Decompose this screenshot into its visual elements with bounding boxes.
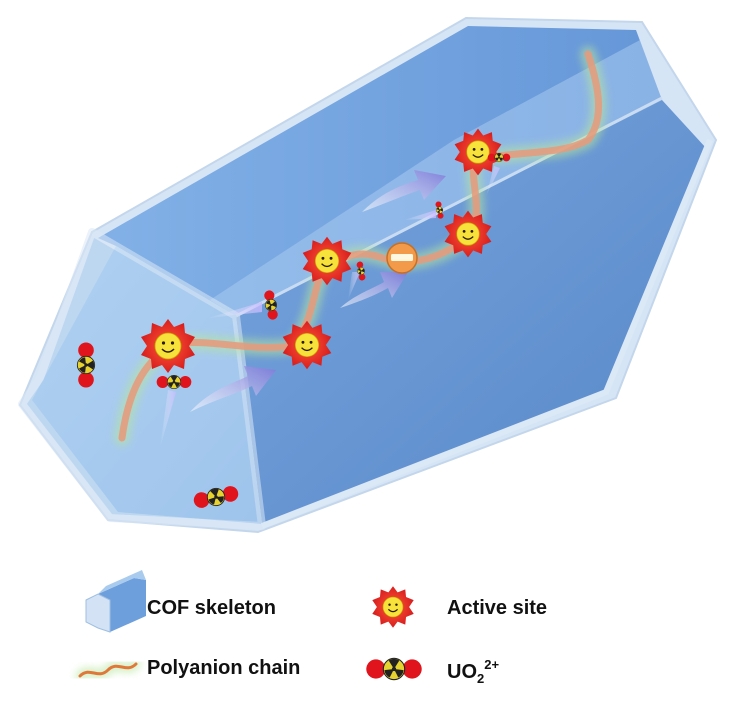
diffusion-arrows <box>190 170 446 412</box>
uranyl-ion-1 <box>76 342 96 388</box>
uranyl-icon <box>365 657 423 681</box>
legend-uranyl-base: UO <box>447 661 477 683</box>
legend-polyanion-chain: Polyanion chain <box>147 657 301 679</box>
cof-prism <box>18 16 718 534</box>
legend-cof-skeleton: COF skeleton <box>147 597 276 619</box>
prism-top-face <box>98 26 662 316</box>
uranyl-ion-2 <box>156 375 192 389</box>
uranyl-trails <box>160 166 500 448</box>
polyanion-chain-icon <box>75 659 141 681</box>
legend-uranyl-sub: 2 <box>477 671 485 686</box>
legend-uranyl: UO22+ <box>447 657 499 686</box>
cof-skeleton-icon <box>85 570 146 633</box>
uranyl-ion-7 <box>487 152 511 163</box>
prism-right-face <box>236 100 706 524</box>
legend-uranyl-sup: 2+ <box>484 657 500 672</box>
legend-active-site: Active site <box>447 597 548 619</box>
negative-charge-icon <box>386 242 418 274</box>
active-site-icon <box>371 585 415 629</box>
